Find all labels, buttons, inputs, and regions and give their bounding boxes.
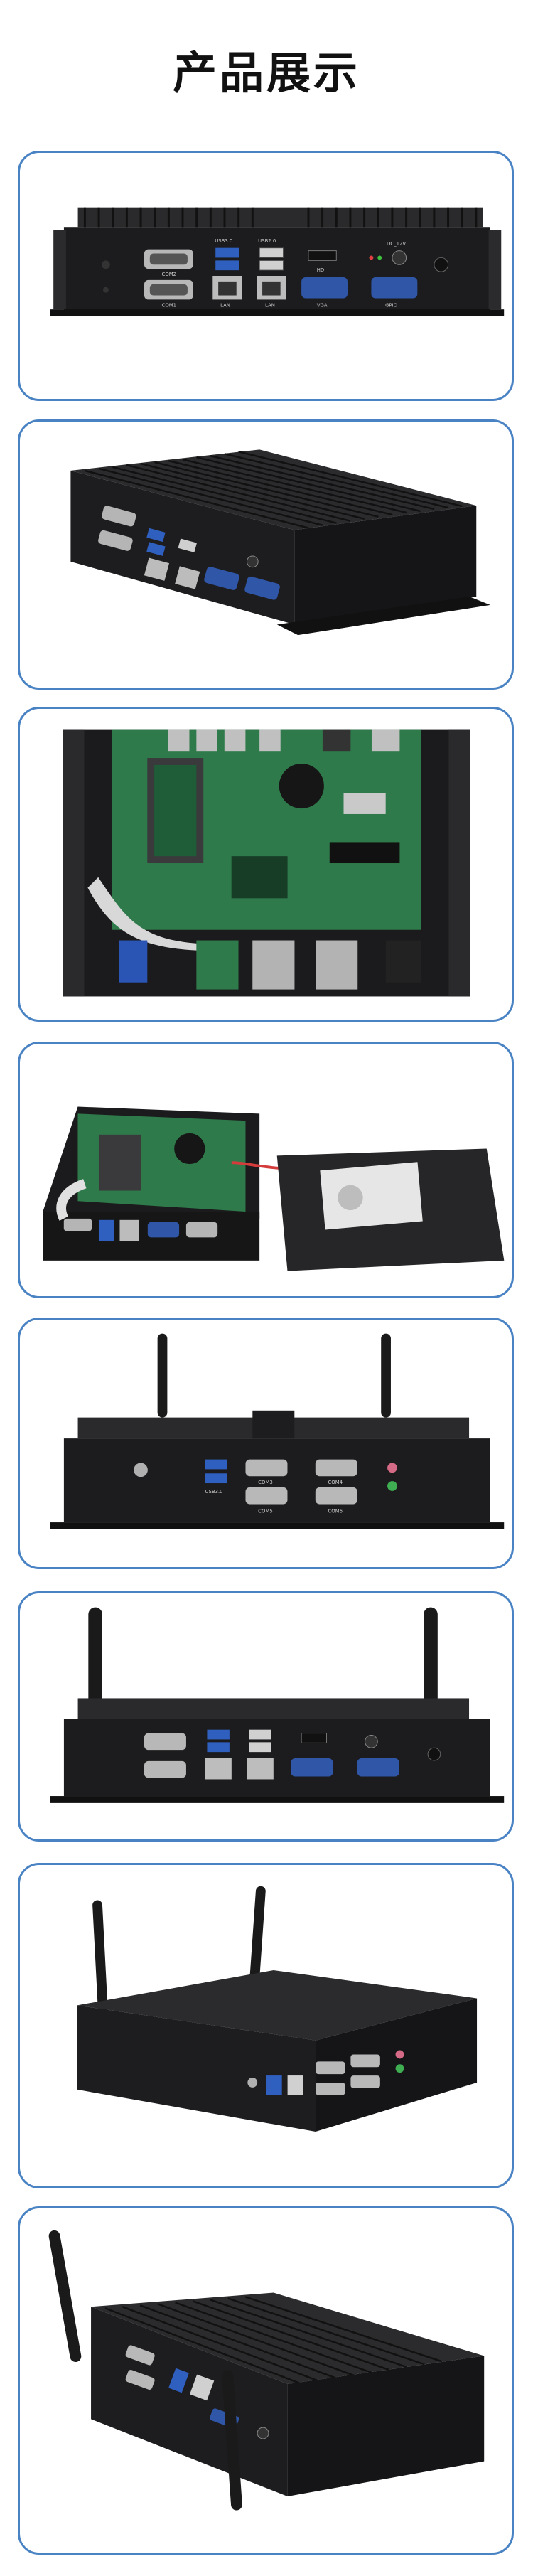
port-label-dc12v: DC_12V	[387, 241, 406, 247]
product-image-rear-antenna: USB3.0 COM3 COM5 COM4 COM6	[50, 1333, 505, 1529]
port-label-com2: COM2	[162, 272, 177, 277]
product-image-angled-antenna	[48, 2230, 485, 2511]
rear-label-com4: COM4	[328, 1480, 343, 1485]
product-image-front-antenna	[50, 1607, 505, 1803]
product-image-open-case-hdd	[43, 1106, 505, 1271]
port-label-lan-1: LAN	[220, 302, 230, 308]
port-label-usb2: USB2.0	[258, 238, 276, 244]
port-label-lan-2: LAN	[265, 302, 275, 308]
product-card-front-antenna	[18, 1591, 514, 1842]
rear-label-com5: COM5	[258, 1508, 273, 1514]
product-card-front-view: COM2 COM1 USB3.0 LAN USB2.0 LAN HD VGA D…	[18, 151, 514, 401]
product-image-angled-view	[70, 449, 490, 636]
product-image-rear-angled-antenna	[77, 1886, 478, 2132]
port-label-vga: VGA	[317, 302, 328, 308]
port-label-usb3: USB3.0	[215, 238, 232, 244]
com-port-stack: COM2 COM1	[144, 249, 193, 308]
port-label-gpio: GPIO	[385, 302, 398, 308]
product-card-internal-board	[18, 707, 514, 1022]
product-card-rear-angled-antenna	[18, 1863, 514, 2188]
rear-label-com6: COM6	[328, 1508, 343, 1514]
product-card-angled-view	[18, 419, 514, 690]
port-label-hdmi: HD	[317, 267, 324, 273]
page-title: 产品展示	[172, 47, 360, 99]
product-card-rear-antenna: USB3.0 COM3 COM5 COM4 COM6	[18, 1318, 514, 1569]
product-card-open-case-hdd	[18, 1042, 514, 1298]
product-image-internal-board	[63, 729, 470, 997]
port-label-com1: COM1	[162, 302, 177, 308]
rear-label-com3: COM3	[258, 1480, 273, 1485]
product-card-angled-antenna	[18, 2206, 514, 2555]
product-image-front-view: COM2 COM1 USB3.0 LAN USB2.0 LAN HD VGA D…	[50, 207, 505, 317]
rear-label-usb3: USB3.0	[205, 1489, 222, 1495]
